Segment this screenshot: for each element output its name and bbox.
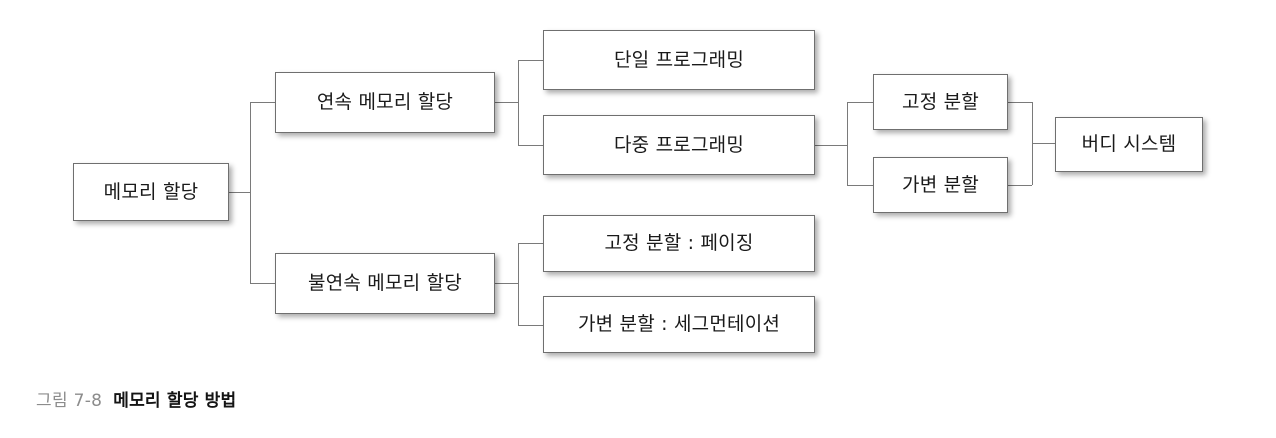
node-variable-partition: 가변 분할	[873, 157, 1008, 213]
node-label: 고정 분할 : 페이징	[604, 232, 754, 255]
node-label: 다중 프로그래밍	[614, 133, 744, 156]
connector-trunk3-to-segment	[518, 325, 543, 326]
node-label: 단일 프로그래밍	[614, 48, 744, 71]
connector-trunk2-to-single	[518, 60, 543, 61]
connector-trunk1-to-contiguous	[250, 102, 275, 103]
connector-trunk2-vertical	[518, 60, 519, 145]
node-multi-programming: 다중 프로그래밍	[543, 115, 815, 175]
node-label: 가변 분할 : 세그먼테이션	[577, 313, 781, 336]
connector-trunk2-to-multi	[518, 145, 543, 146]
node-noncontiguous-memory-allocation: 불연속 메모리 할당	[275, 253, 495, 314]
node-single-programming: 단일 프로그래밍	[543, 30, 815, 90]
node-label: 가변 분할	[902, 173, 979, 196]
figure-caption: 그림 7-8 메모리 할당 방법	[36, 386, 236, 411]
figure-caption-title: 메모리 할당 방법	[113, 391, 237, 411]
connector-contiguous-to-trunk2	[495, 102, 518, 103]
node-label: 연속 메모리 할당	[316, 91, 454, 114]
connector-multi-to-trunk4	[815, 145, 847, 146]
connector-trunk4-to-fixed	[847, 102, 873, 103]
connector-variable-to-trunk5	[1008, 185, 1032, 186]
node-label: 메모리 할당	[103, 180, 199, 203]
node-buddy-system: 버디 시스템	[1055, 117, 1203, 172]
connector-fixed-to-trunk5	[1008, 102, 1032, 103]
node-label: 불연속 메모리 할당	[308, 272, 462, 295]
node-label: 버디 시스템	[1081, 133, 1177, 156]
node-variable-partition-segmentation: 가변 분할 : 세그먼테이션	[543, 296, 815, 353]
connector-trunk3-to-paging	[518, 243, 543, 244]
connector-noncontig-to-trunk3	[495, 283, 518, 284]
node-contiguous-memory-allocation: 연속 메모리 할당	[275, 72, 495, 133]
node-memory-allocation: 메모리 할당	[73, 163, 229, 221]
connector-trunk4-vertical	[847, 102, 848, 185]
connector-trunk1-vertical	[250, 102, 251, 284]
connector-trunk5-to-buddy	[1032, 143, 1055, 144]
connector-root-to-trunk1	[229, 192, 250, 193]
node-label: 고정 분할	[902, 90, 979, 113]
figure-caption-number: 그림 7-8	[36, 391, 103, 411]
connector-trunk1-to-noncontig	[250, 283, 275, 284]
connector-trunk3-vertical	[518, 243, 519, 325]
node-fixed-partition: 고정 분할	[873, 74, 1008, 130]
connector-trunk4-to-variable	[847, 185, 873, 186]
node-fixed-partition-paging: 고정 분할 : 페이징	[543, 215, 815, 272]
